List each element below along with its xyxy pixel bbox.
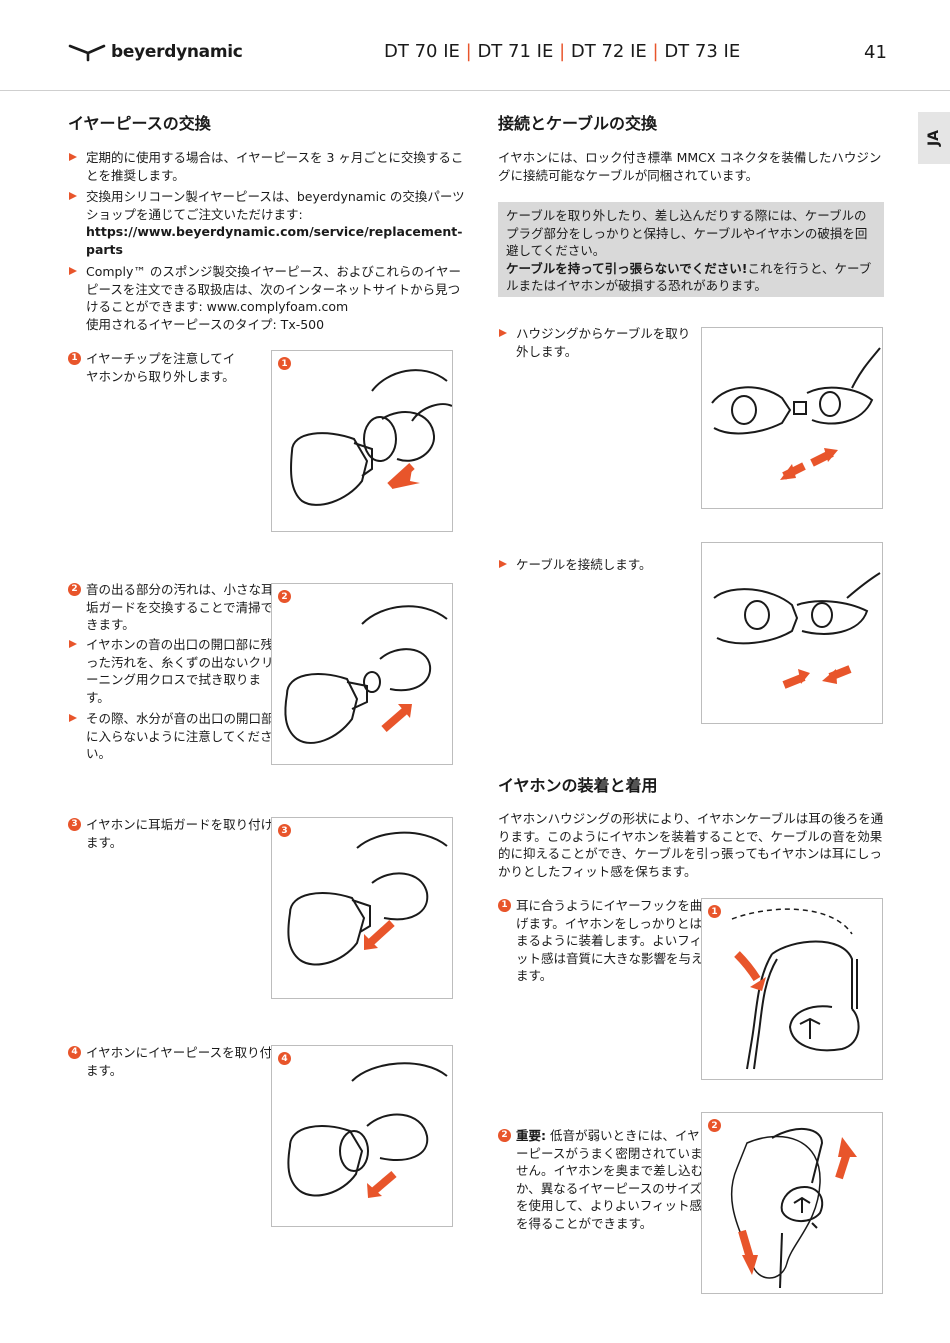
model-name: DT 71 IE: [477, 41, 554, 62]
model-name: DT 73 IE: [664, 41, 741, 62]
illustration-fit-earhook: 1: [701, 898, 883, 1080]
earhook-drawing: [731, 908, 860, 1070]
warning-text: ケーブルを取り外したり、差し込んだりする際には、ケーブルのプラグ部分をしっかりと…: [506, 207, 878, 295]
bullet-item: 交換用シリコーン製イヤーピースは、beyerdynamic の交換パーツショップ…: [68, 188, 468, 258]
brand-name: beyerdynamic: [111, 42, 243, 62]
step-number-badge: 2: [68, 583, 81, 596]
replacement-parts-link[interactable]: https://www.beyerdynamic.com/service/rep…: [86, 224, 463, 257]
attach-eartip-drawing: [287, 1062, 448, 1198]
section-heading-eartip-replacement: イヤーピースの交換: [68, 114, 211, 133]
step-number-badge: 4: [68, 1046, 81, 1059]
instruction-step: 2 音の出る部分の汚れは、小さな耳垢ガードを交換することで清掃できます。: [68, 581, 276, 634]
bullet-item: 定期的に使用する場合は、イヤーピースを 3 ヶ月ごとに交換することを推奨します。: [68, 149, 468, 184]
language-tab-label: JA: [925, 129, 942, 147]
instruction-step: 3 イヤホンに耳垢ガードを取り付けます。: [68, 816, 276, 851]
section-heading-wearing: イヤホンの装着と着用: [498, 776, 658, 795]
bullet-text: Comply™ のスポンジ製交換イヤーピース、およびこれらのイヤーピースを注文で…: [86, 264, 461, 314]
step-text: イヤホンに耳垢ガードを取り付けます。: [86, 817, 274, 850]
step-number-badge: 3: [68, 818, 81, 831]
disconnect-cable-drawing: [711, 347, 881, 480]
bullet-item: その際、水分が音の出口の開口部に入らないように注意してください。: [68, 710, 276, 763]
warning-tail: これを行うと、ケーブルまたはイヤホンが破損する恐れがあります。: [506, 260, 872, 294]
warning-box: ケーブルを取り外したり、差し込んだりする際には、ケーブルのプラグ部分をしっかりと…: [498, 202, 884, 297]
bullet-item: ハウジングからケーブルを取り外します。: [498, 325, 696, 360]
figure-number-badge: 2: [278, 590, 291, 603]
header-divider: [0, 90, 950, 91]
bullet-item: Comply™ のスポンジ製交換イヤーピース、およびこれらのイヤーピースを注文で…: [68, 263, 468, 333]
step-text: 音の出る部分の汚れは、小さな耳垢ガードを交換することで清掃できます。: [86, 582, 274, 632]
figure-number-badge: 4: [278, 1052, 291, 1065]
bullet-text: 定期的に使用する場合は、イヤーピースを 3 ヶ月ごとに交換することを推奨します。: [86, 150, 464, 183]
bullet-text: その際、水分が音の出口の開口部に入らないように注意してください。: [86, 711, 274, 761]
instruction-step: 1 耳に合うようにイヤーフックを曲げます。イヤホンをしっかりとはまるように装着し…: [498, 897, 706, 985]
earwax-guard-drawing: [284, 605, 448, 744]
connect-cable-drawing: [713, 572, 881, 689]
illustration-attach-earwax-guard: 3: [271, 817, 453, 999]
important-label: 重要:: [516, 1128, 546, 1143]
cable-intro-text: イヤホンには、ロック付き標準 MMCX コネクタを装備したハウジングに接続可能な…: [498, 150, 882, 183]
model-separator: |: [559, 41, 566, 62]
wearing-intro-text: イヤホンハウジングの形状により、イヤホンケーブルは耳の後ろを通ります。このように…: [498, 811, 884, 879]
instruction-step: 4 イヤホンにイヤーピースを取り付けます。: [68, 1044, 286, 1079]
bullet-item: イヤホンの音の出口の開口部に残った汚れを、糸くずの出ないクリーニング用クロスで拭…: [68, 636, 276, 706]
step-text: イヤホンにイヤーピースを取り付けます。: [86, 1045, 285, 1078]
section-heading-cable-replacement: 接続とケーブルの交換: [498, 114, 658, 133]
step-number-badge: 1: [68, 352, 81, 365]
illustration-disconnect-cable: [701, 327, 883, 509]
attach-guard-drawing: [287, 831, 448, 966]
eartip-removal-drawing: [290, 369, 452, 506]
page-number: 41: [864, 42, 887, 63]
bullet-text: ケーブルを接続します。: [516, 557, 652, 572]
bullet-text: 交換用シリコーン製イヤーピースは、beyerdynamic の交換パーツショップ…: [86, 189, 465, 222]
step-text: イヤーチップを注意してイヤホンから取り外します。: [86, 351, 236, 384]
beyerdynamic-logo-icon: [68, 44, 106, 62]
ear-fit-drawing: [730, 1127, 857, 1289]
illustration-attach-eartip: 4: [271, 1045, 453, 1227]
illustration-remove-eartip: 1: [271, 350, 453, 532]
step-text: 耳に合うようにイヤーフックを曲げます。イヤホンをしっかりとはまるように装着します…: [516, 898, 704, 983]
model-separator: |: [652, 41, 659, 62]
instruction-step: 2 重要: 低音が弱いときには、イヤーピースがうまく密閉されていません。イヤホン…: [498, 1127, 711, 1232]
model-name: DT 70 IE: [384, 41, 460, 62]
figure-number-badge: 1: [708, 905, 721, 918]
warning-body: ケーブルを取り外したり、差し込んだりする際には、ケーブルのプラグ部分をしっかりと…: [506, 208, 868, 258]
illustration-connect-cable: [701, 542, 883, 724]
language-tab: JA: [918, 112, 950, 164]
model-name: DT 72 IE: [570, 41, 647, 62]
bullet-text: ハウジングからケーブルを取り外します。: [516, 326, 691, 359]
illustration-eartip-seal: 2: [701, 1112, 883, 1294]
bullet-text: 使用されるイヤーピースのタイプ: Tx-500: [86, 316, 325, 332]
instruction-step: 1 イヤーチップを注意してイヤホンから取り外します。: [68, 350, 246, 385]
step-text: 低音が弱いときには、イヤーピースがうまく密閉されていません。イヤホンを奥まで差し…: [516, 1128, 704, 1231]
model-separator: |: [465, 41, 472, 62]
model-list: DT 70 IE | DT 71 IE | DT 72 IE | DT 73 I…: [384, 41, 740, 62]
step-number-badge: 1: [498, 899, 511, 912]
bullet-text: イヤホンの音の出口の開口部に残った汚れを、糸くずの出ないクリーニング用クロスで拭…: [86, 637, 274, 705]
step-number-badge: 2: [498, 1129, 511, 1142]
illustration-clean-earwax-guard: 2: [271, 583, 453, 765]
figure-number-badge: 1: [278, 357, 291, 370]
figure-number-badge: 2: [708, 1119, 721, 1132]
bullet-item: ケーブルを接続します。: [498, 556, 696, 574]
figure-number-badge: 3: [278, 824, 291, 837]
warning-emphasis: ケーブルを持って引っ張らないでください!: [506, 260, 748, 276]
